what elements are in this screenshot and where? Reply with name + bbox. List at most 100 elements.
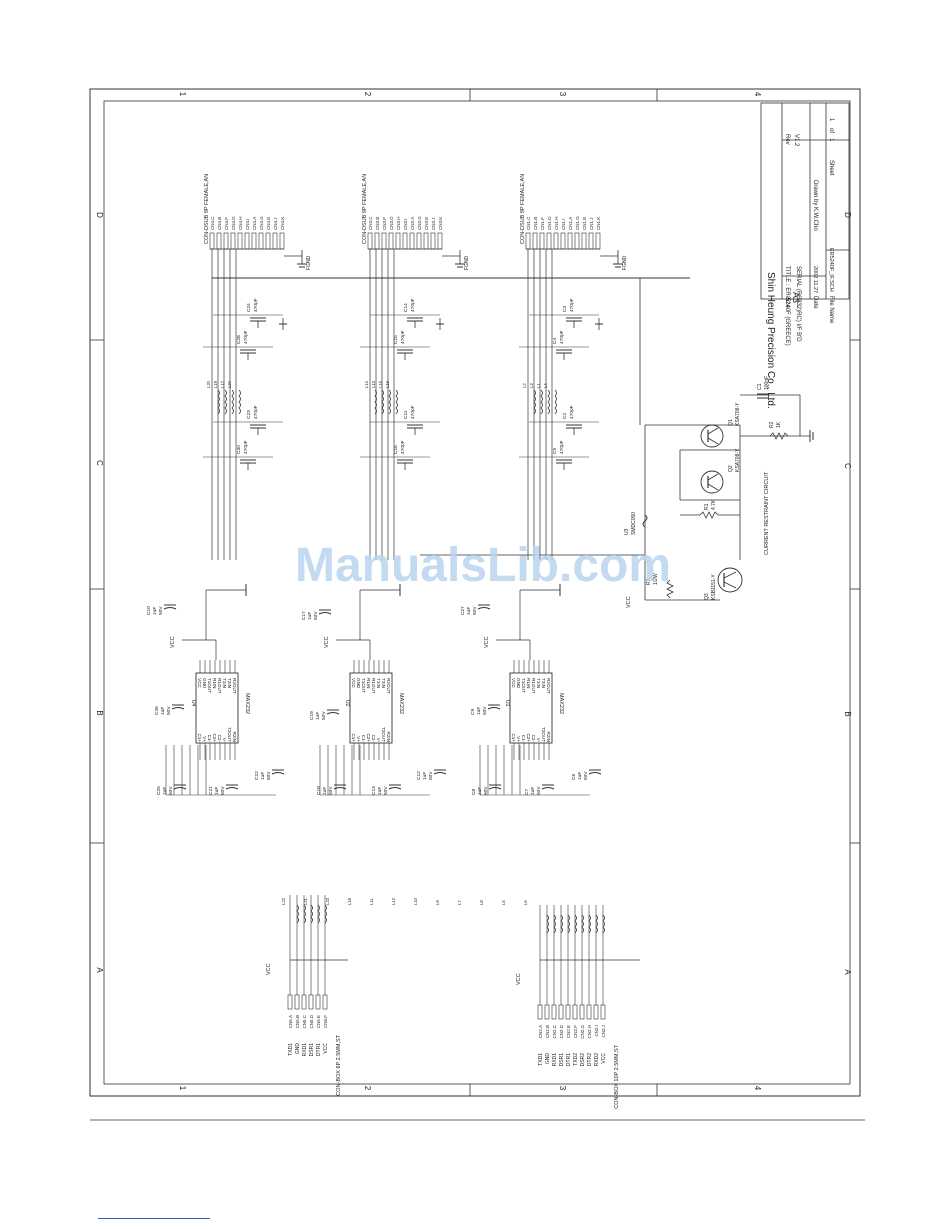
cap-plate-curved <box>388 787 402 790</box>
dsub-pin-label: CN1.A <box>568 217 573 230</box>
ecap-ref: C7 <box>524 789 530 795</box>
inductor-label: L10 <box>413 897 418 905</box>
ic-pin-right: T2IN <box>227 678 232 688</box>
ecap-voltage: 50V <box>472 606 478 615</box>
transistor-body <box>717 567 743 593</box>
ic-pin-right: R1OUT <box>531 678 536 694</box>
cap-ref: C15 <box>393 335 399 344</box>
ecap-ref: C18 <box>316 786 322 795</box>
box-signal-label: DSR2 <box>580 1053 586 1067</box>
cap-plate-curved <box>541 787 555 790</box>
ic-pin-left: V- <box>536 738 541 743</box>
dsub-pin <box>595 232 601 250</box>
circuit-label: CURRENT RESTRAINT CIRCUIT <box>764 471 770 555</box>
dsub-pin <box>381 232 387 250</box>
ic-pin-right: T1OUT <box>207 678 212 693</box>
box-pin <box>572 1004 578 1020</box>
ic-part: MAX232 <box>398 693 404 714</box>
outer-frame <box>89 88 861 1097</box>
ic-pin-right: T1OUT <box>521 678 526 693</box>
dsub-pin-label: CN4.D <box>231 216 236 230</box>
box-pin <box>565 1004 571 1020</box>
inductor-coil <box>540 389 543 415</box>
ecap-value: 1uF <box>160 707 166 715</box>
box-pin <box>551 1004 557 1020</box>
ecap-voltage: 50V <box>583 771 589 780</box>
box-pin <box>308 994 314 1010</box>
inductor-label: L7 <box>457 900 462 905</box>
ic-ref: U2 <box>344 700 350 707</box>
box-signal-label: DTR1 <box>566 1053 572 1066</box>
box-pin-label: CN2.A <box>538 1025 543 1038</box>
ecap-voltage: 50V <box>168 786 174 795</box>
of-label: of <box>828 128 834 133</box>
cap-value: 470pF <box>243 330 249 344</box>
transistor-ref: Q1 <box>728 419 734 426</box>
ic-pin-left: C1+ <box>351 733 356 742</box>
dsub-pin-label: CN1.C <box>526 216 531 230</box>
title-block-box <box>760 102 850 300</box>
dsub-pin-label: CN1.B <box>533 217 538 230</box>
ic-pin-right: VCC <box>351 678 356 688</box>
inductor-label: L22 <box>281 897 286 905</box>
ic-pin-left: T2OUT <box>541 727 546 742</box>
cap-value: 470pF <box>569 405 575 419</box>
inductor-label: L16 <box>385 380 390 388</box>
dsub-pin-label: CN4.H <box>238 216 243 230</box>
inductor-coil <box>231 389 234 415</box>
inductor-coil <box>388 389 391 415</box>
dsub-pin-label: CN4.A <box>252 217 257 230</box>
box-pin <box>579 1004 585 1020</box>
inductor-label: L4 <box>543 383 548 388</box>
dsub-pin-label: CN4.B <box>217 217 222 230</box>
inductor-coil <box>224 389 227 415</box>
footer-link-underline[interactable] <box>98 1218 210 1219</box>
cap-plate-curved <box>326 712 340 715</box>
file-label: File Name <box>828 296 834 324</box>
ic-pin-right: T2IN <box>381 678 386 688</box>
inductor-coil <box>296 904 299 924</box>
cap-value: 470pF <box>559 330 565 344</box>
resistor-ref: R2 <box>769 421 775 428</box>
box-pin-label: CN5.A <box>288 1015 293 1028</box>
dsub-pin <box>581 232 587 250</box>
max232-ic: MAX232U1VCCC1+GNDV+T1OUTC1-R1INC2+R1OUTC… <box>484 584 564 760</box>
box-label: CON-BOX 6P 2.5MM,ST <box>336 1034 342 1095</box>
box-pin <box>600 1004 606 1020</box>
cap-value: 470pF <box>410 405 416 419</box>
dsub-pin-label: CN3.I <box>403 218 408 230</box>
ecap-ref: C6 <box>571 774 577 780</box>
cap-plate-curved <box>225 787 239 790</box>
dsub-pin-label: CN1.J <box>589 217 594 230</box>
box-pin <box>537 1004 543 1020</box>
dsub-pin <box>546 232 552 250</box>
inductor-label: L21 <box>303 897 308 905</box>
ic-pin-right: T1IN <box>222 678 227 688</box>
inductor-coil <box>595 914 598 934</box>
dsub-pin-label: CN3.A <box>410 217 415 230</box>
ecap-value: 1uF <box>577 772 583 780</box>
ic-pin-left: C1- <box>207 735 212 743</box>
inductor-label: L12 <box>391 897 396 905</box>
cap-plate-curved <box>318 612 332 615</box>
dsub-pin-label: CN1.D <box>547 216 552 230</box>
inductor-label: L3 <box>529 383 534 388</box>
inductor-coil <box>554 389 557 415</box>
box-signal-label: TXD1 <box>288 1043 294 1056</box>
ic-pin-left: V+ <box>202 736 207 742</box>
dsub-pin-label: CN4.F <box>224 217 229 230</box>
zone-label-left: B <box>95 710 104 715</box>
zone-label-bottom: 1 <box>178 1086 187 1091</box>
fgnd-label: FGND <box>622 255 628 270</box>
ecap-voltage: 50V <box>220 786 226 795</box>
ecap-ref: C27 <box>460 606 466 615</box>
